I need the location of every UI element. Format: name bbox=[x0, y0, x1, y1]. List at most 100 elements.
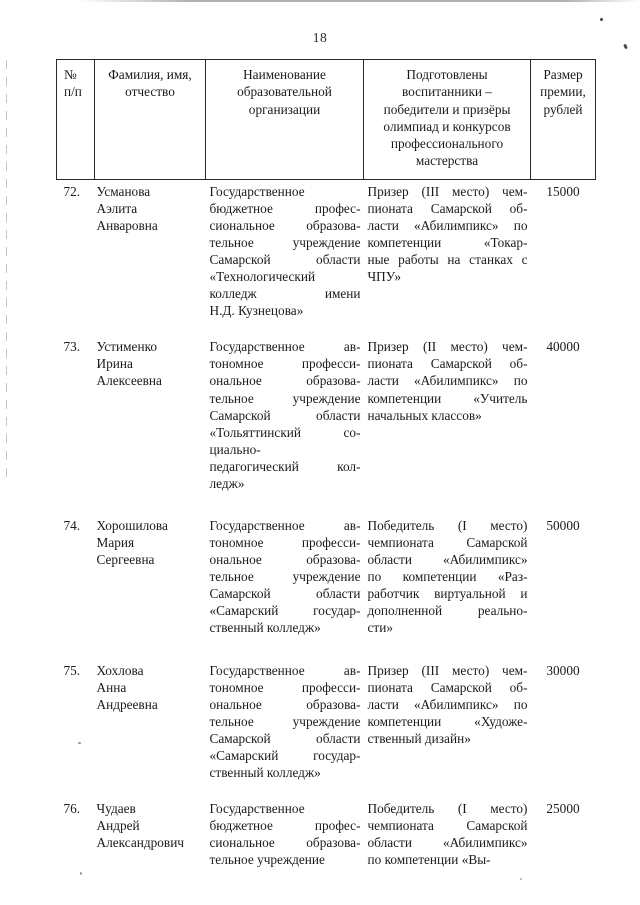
text-line: «Тольяттинский со- bbox=[209, 424, 361, 440]
text-line: победители и призёры bbox=[383, 101, 511, 117]
text-line: работчик виртуальной и bbox=[367, 586, 528, 602]
text-line: Подготовлены bbox=[406, 67, 488, 82]
row-spacer bbox=[57, 492, 596, 514]
text-line: Самарской области bbox=[209, 586, 361, 602]
text-line: Наименование bbox=[243, 67, 326, 82]
text-line: тельное учреждение bbox=[209, 234, 361, 250]
text-line: мастерства bbox=[415, 153, 479, 169]
text-line: отчество bbox=[125, 84, 175, 100]
text-line: ональное образова- bbox=[209, 552, 361, 568]
text-line: Сергеевна bbox=[96, 552, 155, 568]
text-line: по компетенции «Раз- bbox=[367, 569, 528, 585]
text-line: пионата Самарской об- bbox=[367, 356, 528, 372]
text-line: тономное професси- bbox=[209, 679, 361, 695]
scan-speck bbox=[520, 878, 522, 880]
cell-prize-amount: 50000 bbox=[546, 518, 580, 534]
row-spacer bbox=[57, 637, 596, 659]
text-line: ональное образова- bbox=[209, 696, 361, 712]
text-line: Ирина bbox=[96, 356, 133, 372]
cell-prize-amount: 40000 bbox=[546, 339, 580, 355]
text-line: Андреевна bbox=[96, 696, 158, 712]
text-line: Государственное ав- bbox=[209, 339, 361, 355]
text-line: воспитанники – bbox=[401, 84, 493, 100]
text-line: Устименко bbox=[96, 339, 158, 355]
text-block: Победитель (I место)чемпионата Самарской… bbox=[368, 517, 528, 637]
text-line: бюджетное профес- bbox=[209, 818, 361, 834]
cell-prize-amount: 25000 bbox=[546, 801, 580, 817]
text-line: Государственное ав- bbox=[209, 518, 361, 534]
text-line: Алексеевна bbox=[96, 373, 162, 389]
text-line: Победитель (I место) bbox=[367, 801, 528, 817]
column-header-achievement: Подготовлены воспитанники –победители и п… bbox=[363, 59, 531, 180]
text-line: тельное учреждение bbox=[209, 713, 361, 729]
cell-organization: Государственное ав-тономное професси-она… bbox=[206, 335, 364, 492]
text-block: Призер (III место) чем-пионата Самарской… bbox=[368, 662, 528, 747]
text-line: сиональное образова- bbox=[209, 217, 361, 233]
text-line: Анна bbox=[96, 679, 127, 695]
text-line: ственный дизайн» bbox=[367, 730, 471, 746]
text-line: Мария bbox=[96, 535, 135, 551]
text-line: тономное професси- bbox=[209, 356, 361, 372]
text-line: сиональное образова- bbox=[209, 835, 361, 851]
cell-prize-amount: 30000 bbox=[546, 662, 580, 678]
row-spacer-cell bbox=[57, 492, 596, 514]
cell-achievement: Призер (II место) чем-пионата Самарской … bbox=[364, 335, 531, 492]
cell-number: 76. bbox=[63, 801, 81, 817]
text-line: колледж имени bbox=[209, 286, 361, 302]
text-line: Размер bbox=[543, 67, 583, 82]
text-line: олимпиад и конкурсов bbox=[383, 118, 511, 134]
text-line: тельное учреждение bbox=[209, 569, 361, 585]
cell-achievement: Призер (III место) чем-пионата Самарской… bbox=[364, 179, 531, 319]
text-block: Призер (II место) чем-пионата Самарской … bbox=[368, 338, 528, 423]
text-line: ледж» bbox=[209, 475, 245, 491]
text-line: рублей bbox=[543, 101, 583, 117]
text-line: Государственное bbox=[209, 801, 305, 817]
cell-number: 74. bbox=[63, 518, 81, 534]
text-line: Андрей bbox=[96, 818, 140, 834]
text-line: организации bbox=[248, 101, 321, 117]
text-line: Самарской области bbox=[209, 407, 361, 423]
text-line: Государственное ав- bbox=[209, 662, 361, 678]
row-spacer-cell bbox=[57, 637, 596, 659]
text-line: п/п bbox=[64, 84, 82, 100]
text-line: ласти «Абилимпикс» по bbox=[367, 696, 528, 712]
scan-speck bbox=[599, 17, 604, 22]
text-block: Государственное ав-тономное професси-она… bbox=[210, 517, 361, 637]
text-block: Государственное ав-тономное професси-она… bbox=[210, 338, 361, 492]
text-line: Самарской области bbox=[209, 252, 361, 267]
text-line: тономное професси- bbox=[209, 535, 361, 551]
text-line: Чудаев bbox=[96, 801, 136, 817]
cell-number: 73. bbox=[63, 339, 81, 355]
text-line: чемпионата Самарской bbox=[367, 535, 528, 551]
text-line: педагогический кол- bbox=[209, 458, 361, 474]
cell-prize-amount: 15000 bbox=[546, 183, 580, 199]
text-line: Призер (III место) чем- bbox=[367, 183, 528, 199]
text-block: Победитель (I место)чемпионата Самарской… bbox=[368, 800, 528, 868]
text-line: Александрович bbox=[96, 835, 185, 851]
text-line: компетенции «Художе- bbox=[367, 713, 528, 729]
cell-organization: Государственное ав-тономное професси-она… bbox=[206, 514, 364, 637]
text-line: тельное учреждение bbox=[209, 390, 361, 406]
row-spacer-cell bbox=[57, 781, 596, 797]
text-line: пионата Самарской об- bbox=[367, 679, 528, 695]
page-number: 18 bbox=[312, 30, 328, 45]
text-line: «Самарский государ- bbox=[209, 747, 361, 763]
text-line: ласти «Абилимпикс» по bbox=[367, 217, 528, 233]
row-spacer bbox=[57, 781, 596, 797]
text-line: Усманова bbox=[96, 183, 151, 199]
text-line: Самарской области bbox=[209, 730, 361, 746]
